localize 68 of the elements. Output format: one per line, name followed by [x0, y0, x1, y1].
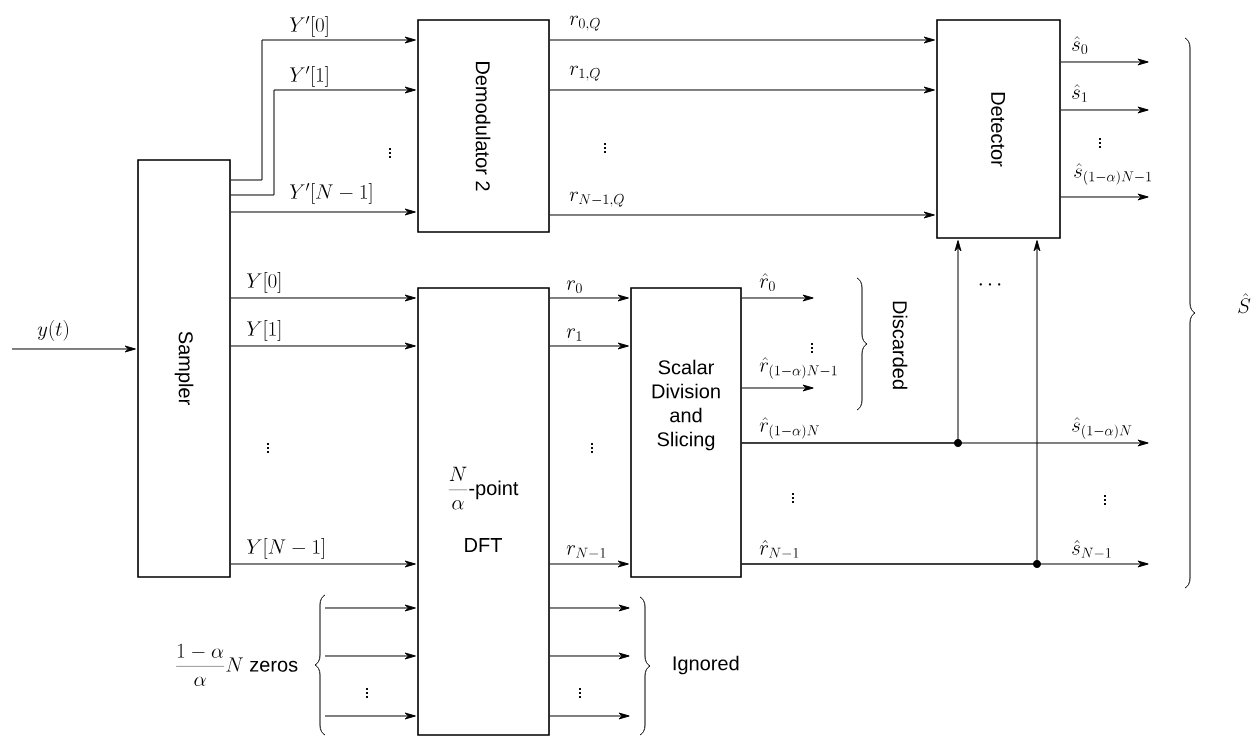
edge-label: $r_{0,Q}$ — [569, 15, 600, 31]
edge-label: $\hat{r}_{N-1}$ — [759, 540, 799, 558]
edge-label: $Y^{\prime}[0]$ — [289, 16, 328, 37]
arrow — [549, 294, 629, 302]
edge-label: $\hat{s}_{(1-\alpha)N}$ — [1072, 417, 1132, 439]
demodulator-box: Demodulator 2 — [417, 19, 550, 233]
edge-label: $\hat{s}_0$ — [1072, 36, 1088, 55]
edge-label: $y(t)$ — [37, 320, 68, 341]
ellipsis: $\vdots$ — [366, 687, 368, 699]
arrow — [549, 86, 935, 94]
processing-box: Scalar Division and Slicing — [630, 287, 742, 578]
arrow — [549, 342, 629, 350]
edge-label: $Y[1]$ — [246, 320, 281, 341]
arrow — [549, 712, 630, 720]
arrow — [230, 560, 416, 568]
edge-label: $\hat{s}_{N-1}$ — [1072, 540, 1111, 558]
sampler-box: Sampler — [137, 159, 231, 578]
edge-label: $Y^{\prime}[N-1]$ — [289, 183, 372, 204]
annotation-text: $\hat{S}$ — [1238, 293, 1251, 314]
dft-box: $\frac{N}{\alpha}\mbox{-point}$ DFT — [417, 287, 550, 736]
arrow — [549, 560, 629, 568]
edge-label: $\hat{s}_{(1-\alpha)N-1}$ — [1074, 163, 1151, 185]
arrow — [230, 342, 416, 350]
edge-label: $Y[N-1]$ — [246, 538, 324, 559]
arrow — [1060, 106, 1149, 114]
arrow — [741, 384, 814, 392]
arrow — [549, 36, 935, 44]
arrow — [549, 211, 935, 219]
edge-label: $r_{N-1,Q}$ — [569, 191, 624, 207]
edge-label: $Y[0]$ — [246, 272, 281, 293]
edge-label: $\hat{r}_{(1-\alpha)N-1}$ — [759, 357, 837, 379]
arrow — [741, 560, 1149, 568]
annotation-text: Ignored — [673, 655, 739, 675]
annotation-text: $\frac{1-\alpha}{\alpha}N\mbox{ zeros}$ — [176, 643, 298, 686]
arrow — [11, 345, 136, 353]
edge-label: $r_0$ — [566, 280, 582, 294]
ellipsis: $\vdots$ — [811, 342, 813, 354]
ellipsis: $\vdots$ — [591, 442, 593, 454]
ellipsis: $\vdots$ — [792, 492, 794, 504]
ellipsis: $\vdots$ — [1099, 137, 1101, 149]
edge-label: $r_1$ — [566, 328, 582, 341]
annotation-text: Discarded — [892, 301, 908, 389]
ellipsis: $\vdots$ — [579, 687, 581, 699]
arrow — [741, 294, 814, 302]
edge-label: $\hat{r}_0$ — [759, 273, 775, 292]
edge-label: $\hat{r}_{(1-\alpha)N}$ — [759, 417, 819, 439]
ellipsis: $\vdots$ — [1104, 494, 1106, 506]
edge-label: $r_{N-1}$ — [566, 545, 606, 558]
ellipsis: $\vdots$ — [267, 442, 269, 454]
arrow — [230, 294, 416, 302]
detector-box: Detector — [936, 19, 1061, 239]
ellipsis: $\vdots$ — [389, 147, 391, 159]
ellipsis: $\vdots$ — [604, 142, 606, 154]
arrow — [1060, 193, 1149, 201]
arrow — [549, 652, 630, 660]
arrow — [741, 439, 1149, 447]
arrow — [324, 652, 416, 660]
arrow — [324, 712, 416, 720]
arrow — [324, 604, 416, 612]
edge-label: $r_{1,Q}$ — [569, 65, 600, 81]
arrow — [230, 36, 416, 181]
edge-label: $Y^{\prime}[1]$ — [289, 66, 328, 87]
arrow — [1060, 58, 1149, 66]
ellipsis: $\cdots$ — [979, 283, 1001, 286]
arrow — [549, 604, 630, 612]
edge-label: $\hat{s}_1$ — [1072, 84, 1087, 102]
arrow — [230, 208, 416, 216]
arrow — [230, 86, 416, 196]
